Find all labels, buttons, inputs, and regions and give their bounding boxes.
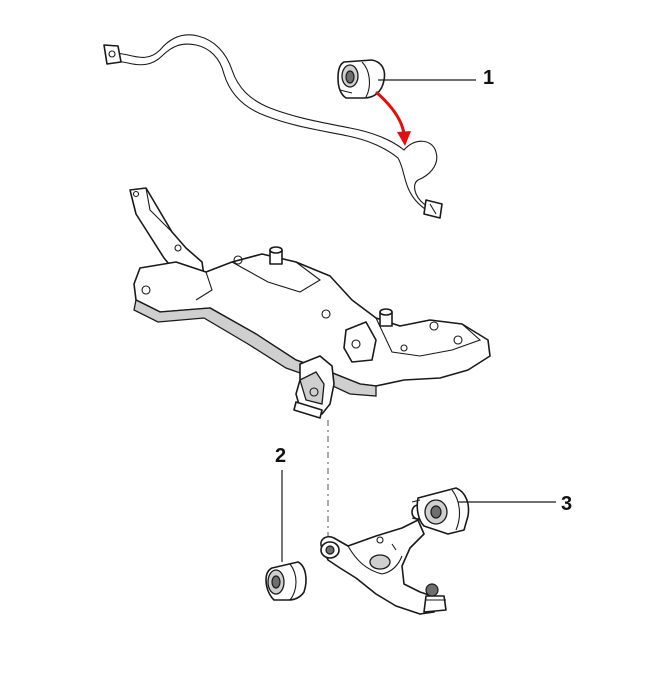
lower-arm-rear-bushing (411, 487, 470, 535)
stabilizer-bar (103, 34, 443, 219)
lower-arm-front-bushing (265, 561, 307, 601)
stabilizer-bushing (337, 59, 386, 99)
callout-1: 1 (483, 67, 495, 89)
front-subframe (129, 187, 491, 419)
callout-2: 2 (275, 445, 287, 467)
install-direction-arrow (375, 90, 411, 146)
lower-control-arm (320, 504, 447, 615)
callout-3: 3 (561, 493, 573, 515)
